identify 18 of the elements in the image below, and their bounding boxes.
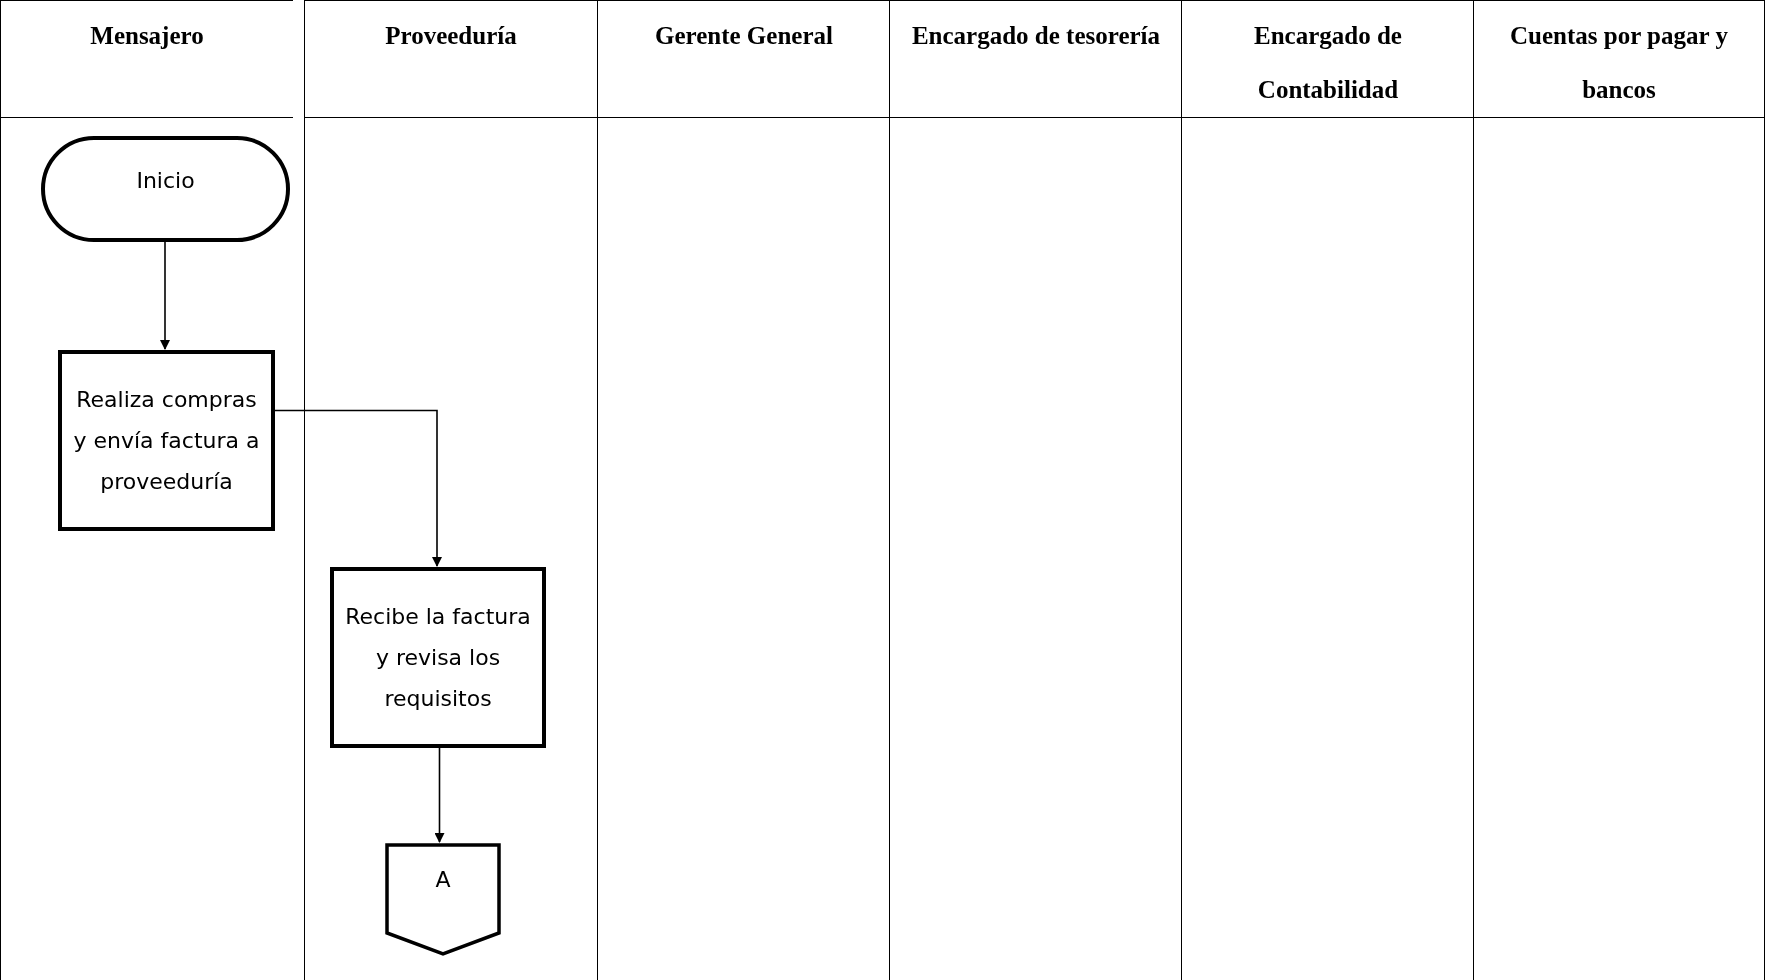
lane-header: Encargado de Contabilidad (1253, 21, 1403, 105)
swimlane (889, 0, 1182, 980)
swimlane (1473, 0, 1765, 980)
swimlane (1181, 0, 1474, 980)
lane-header: Proveeduría (385, 21, 517, 51)
lane-header: Encargado de tesorería (911, 21, 1161, 51)
lane-header: Mensajero (90, 21, 204, 51)
start-terminator: Inicio (41, 136, 290, 242)
swimlane (597, 0, 890, 980)
process-box: Recibe la factura y revisa los requisitos (330, 567, 546, 748)
arrow (434, 746, 445, 843)
arrow (160, 240, 170, 350)
process-box: Realiza compras y envía factura a proveeduría (58, 350, 275, 531)
lane-header: Cuentas por pagar y bancos (1509, 21, 1729, 105)
off-page-connector: A (385, 843, 501, 956)
lane-header: Gerente General (655, 21, 833, 51)
swimlane (0, 0, 293, 980)
swimlane (304, 0, 597, 980)
